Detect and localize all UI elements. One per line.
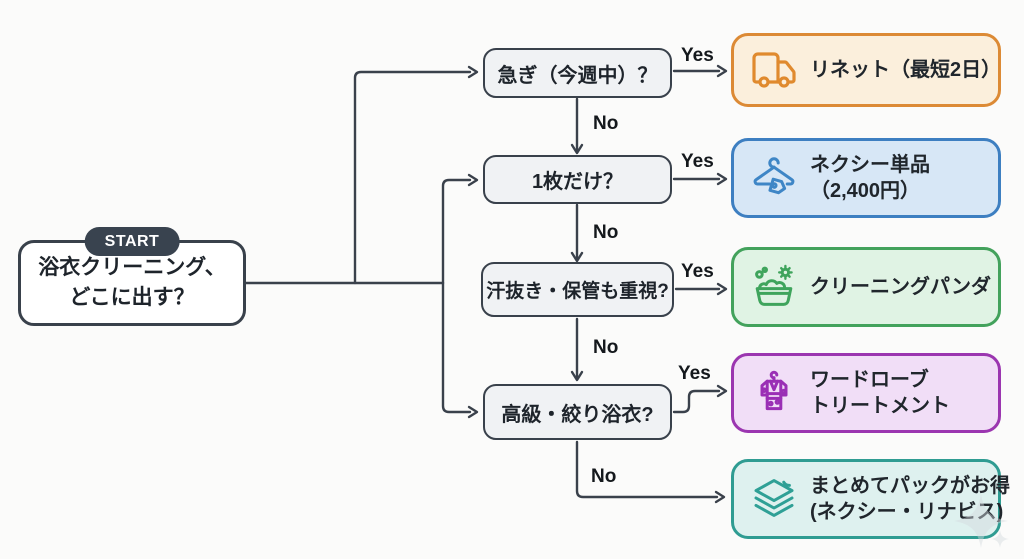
result-label-2: (ネクシー・リナビス) xyxy=(810,501,1004,523)
result-wardrobe-treatment: ワードローブ トリートメント xyxy=(731,353,1001,433)
truck-icon xyxy=(750,46,798,94)
edge-label-no-2: No xyxy=(593,222,619,243)
edge-label-no-3: No xyxy=(593,337,619,358)
decision-sweat-storage: 汗抜き・保管も重視? xyxy=(481,262,674,317)
decision-single-item: 1枚だけ？ xyxy=(483,155,672,204)
edge-label-no-1: No xyxy=(593,113,619,134)
result-label: クリーニングパンダ xyxy=(810,276,991,298)
start-node: START 浴衣クリーニング、 どこに出す？ xyxy=(18,227,246,326)
decision-premium-yukata: 高級・絞り浴衣? xyxy=(483,384,672,440)
wash-basin-icon xyxy=(750,263,798,311)
result-label: ワードローブ xyxy=(810,369,929,391)
result-label-2: （2,400円） xyxy=(810,180,921,202)
start-title-line1: 浴衣クリーニング、 xyxy=(38,255,226,279)
result-bundle-pack: まとめてパックがお得 (ネクシー・リナビス) xyxy=(731,459,1010,539)
edge-label-yes-4: Yes xyxy=(678,363,711,384)
edge-label-yes-3: Yes xyxy=(681,261,714,282)
edge-label-yes-1: Yes xyxy=(681,45,714,66)
edge-label-yes-2: Yes xyxy=(681,151,714,172)
result-label: ネクシー単品 xyxy=(810,154,930,176)
hanger-tag-icon xyxy=(750,154,798,202)
result-label: まとめてパックがお得 xyxy=(810,475,1010,497)
layers-icon xyxy=(750,475,798,523)
start-badge: START xyxy=(84,227,180,257)
decision-urgency: 急ぎ（今週中）？ xyxy=(483,48,672,98)
result-cleaning-panda: クリーニングパンダ xyxy=(731,247,1001,327)
result-lenet: リネット（最短2日） xyxy=(731,33,1001,107)
edge-label-no-4: No xyxy=(591,466,617,487)
result-label-2: トリートメント xyxy=(810,395,950,417)
start-title-line2: どこに出す？ xyxy=(69,286,195,309)
kimono-icon xyxy=(750,369,798,417)
result-nexcy-single: ネクシー単品 （2,400円） xyxy=(731,138,1001,218)
result-label: リネット（最短2日） xyxy=(810,59,1002,81)
